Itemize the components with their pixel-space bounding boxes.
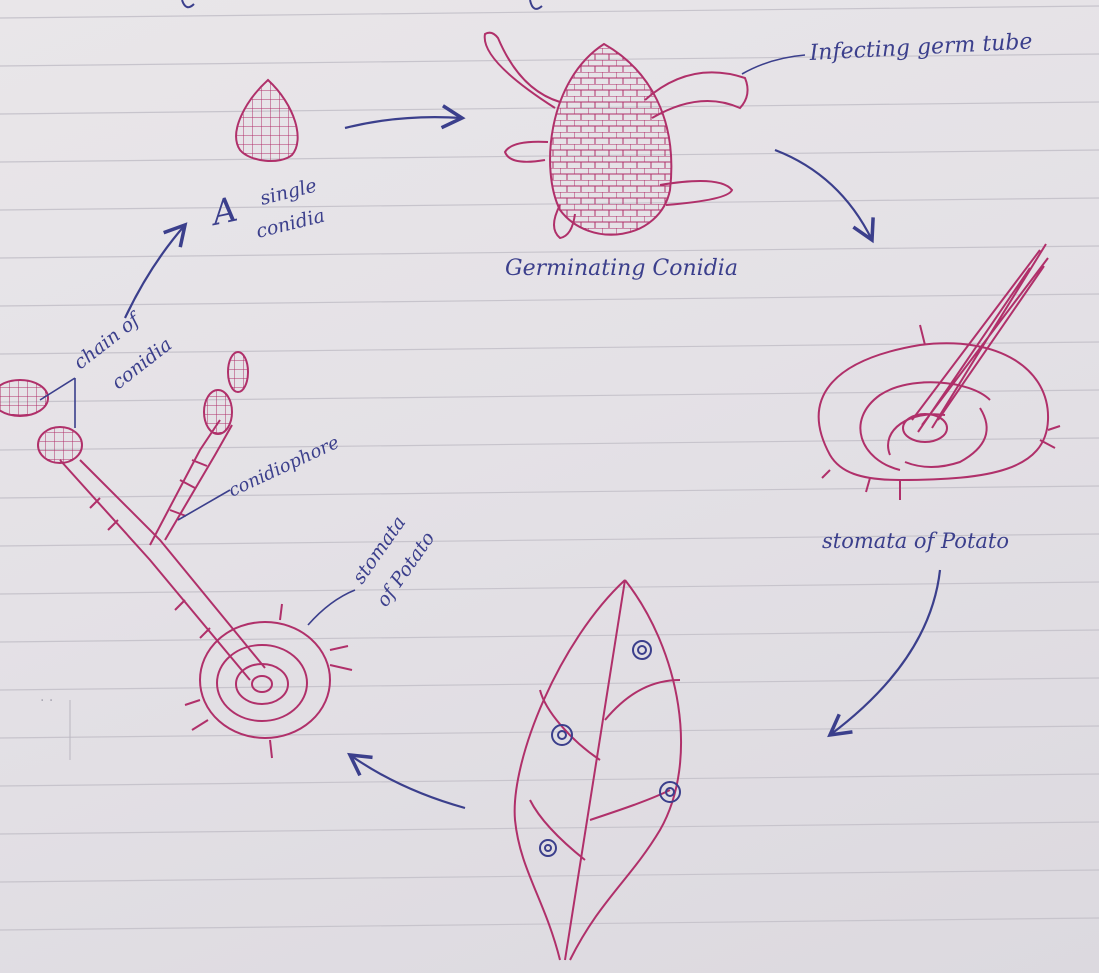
ink-mark (530, 0, 542, 9)
label-single-conidia-single: single (258, 175, 319, 210)
ruled-lines (0, 6, 1099, 930)
right-stomata (819, 244, 1060, 500)
infected-leaf (515, 580, 681, 960)
ink-mark (182, 0, 194, 7)
label-stomata-right: stomata of Potato (822, 529, 1009, 553)
margin-mark: · · (40, 693, 53, 709)
label-germinating-conidia: Germinating Conidia (505, 256, 738, 281)
conidiophore-structure (0, 352, 265, 680)
label-single-conidia-conidia: conidia (254, 205, 327, 243)
label-single-conidia-a: A (206, 190, 241, 235)
label-infecting-germ-tube: Infecting germ tube (808, 29, 1033, 66)
single-conidium (236, 80, 297, 161)
cycle-arrows (125, 117, 940, 808)
arrow-to-germination (345, 117, 462, 128)
arrow-to-leaf (830, 570, 940, 735)
arrow-to-stomata (775, 150, 872, 240)
germinating-conidium (485, 33, 748, 238)
label-conidiophore: conidiophore (225, 432, 342, 502)
